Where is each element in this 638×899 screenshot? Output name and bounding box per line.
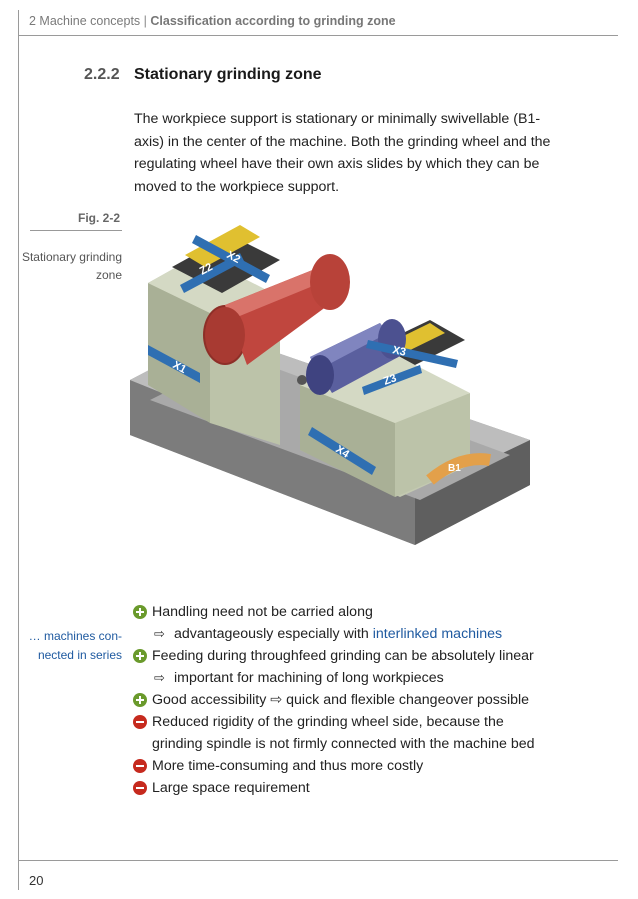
list-item: ⇨ advantageously especially with interli… [133, 623, 603, 645]
intro-paragraph: The workpiece support is stationary or m… [134, 108, 586, 198]
intro-line: axis) in the center of the machine. Both… [134, 133, 551, 150]
list-item-text: Handling need not be carried along [152, 604, 373, 620]
header-section: Classification according to grinding zon… [150, 14, 396, 28]
axis-label-x3: X3 [391, 344, 407, 359]
interlinked-machines-link[interactable]: interlinked machines [372, 626, 503, 642]
chapter-label: 2 Machine concepts [29, 14, 141, 28]
pros-cons-list: Handling need not be carried along ⇨ adv… [133, 601, 603, 799]
list-item-text: Reduced rigidity of the grinding wheel s… [152, 714, 504, 730]
arrow-icon: ⇨ [154, 670, 165, 685]
page-header: 2 Machine concepts | Classification acco… [18, 10, 618, 36]
section-number: 2.2.2 [84, 66, 120, 83]
axis-label-z2: Z2 [198, 261, 215, 278]
section-title: Stationary grinding zone [134, 66, 322, 83]
figure-caption-line: zone [95, 268, 122, 282]
list-item: More time-consuming and thus more costly [133, 755, 603, 777]
figure-label: Fig. 2-2 [77, 211, 120, 225]
page-number: 20 [29, 873, 44, 888]
regulating-wheel [306, 319, 406, 395]
list-item: grinding spindle is not firmly connected… [133, 733, 603, 755]
list-item-text: grinding spindle is not firmly connected… [152, 736, 535, 752]
page-footer: 20 [18, 860, 618, 890]
axis-arrow-x1: X1 [148, 345, 200, 383]
axis-label-b1: B1 [448, 463, 461, 474]
axis-arrow-z3: Z3 [362, 365, 422, 395]
plus-icon [133, 605, 147, 619]
axis-arrow-x3: X3 [366, 340, 458, 368]
rotation-arrow-b1: B1 [426, 453, 491, 485]
minus-icon [133, 759, 147, 773]
list-item-text: Large space requirement [152, 780, 310, 796]
axis-arrow-z2: Z2 [180, 253, 244, 293]
axis-label-x2: X2 [225, 249, 243, 266]
margin-note: … machines con- nected in series [8, 627, 122, 665]
figure-caption: Stationary grinding zone [10, 248, 122, 284]
grinding-machine-illustration: X1 Z2 X2 X3 Z3 X4 B1 [130, 225, 530, 545]
list-item-text: important for machining of long workpiec… [174, 670, 444, 686]
figure-label-rule [30, 230, 122, 231]
list-item-prefix: advantageously especially with [174, 626, 373, 642]
margin-note-line: nected in series [37, 648, 122, 662]
minus-icon [133, 781, 147, 795]
arrow-icon: ⇨ [154, 626, 165, 641]
list-item: Large space requirement [133, 777, 603, 799]
margin-note-line: … machines con- [28, 629, 122, 643]
intro-line: regulating wheel have their own axis sli… [134, 156, 540, 172]
axis-arrow-x2: X2 [192, 235, 270, 283]
list-item: Handling need not be carried along [133, 601, 603, 623]
plus-icon [133, 649, 147, 663]
plus-icon [133, 693, 147, 707]
list-item: Feeding during throughfeed grinding can … [133, 645, 603, 667]
arrow-icon: ⇨ [270, 692, 283, 708]
list-item-text: advantageously especially with interlink… [174, 623, 502, 645]
intro-line: moved to the workpiece support. [134, 178, 340, 195]
list-item: Reduced rigidity of the grinding wheel s… [133, 711, 603, 733]
list-item-text: Good accessibility ⇨ quick and flexible … [152, 689, 529, 711]
list-item-text: More time-consuming and thus more costly [152, 758, 424, 774]
grinding-wheel [203, 254, 350, 365]
list-item-main: Good accessibility [152, 692, 267, 708]
minus-icon [133, 715, 147, 729]
figure-caption-line: Stationary grinding [21, 250, 122, 264]
list-item: Good accessibility ⇨ quick and flexible … [133, 689, 603, 711]
intro-line: The workpiece support is stationary or m… [134, 111, 541, 127]
header-separator: | [143, 14, 147, 28]
axis-label-z3: Z3 [382, 372, 398, 388]
list-item-consequence: quick and flexible changeover possible [286, 692, 530, 708]
list-item: ⇨ important for machining of long workpi… [133, 667, 603, 689]
axis-label-x1: X1 [171, 359, 189, 376]
list-item-text: Feeding during throughfeed grinding can … [152, 648, 534, 664]
left-margin-rule [18, 36, 19, 860]
